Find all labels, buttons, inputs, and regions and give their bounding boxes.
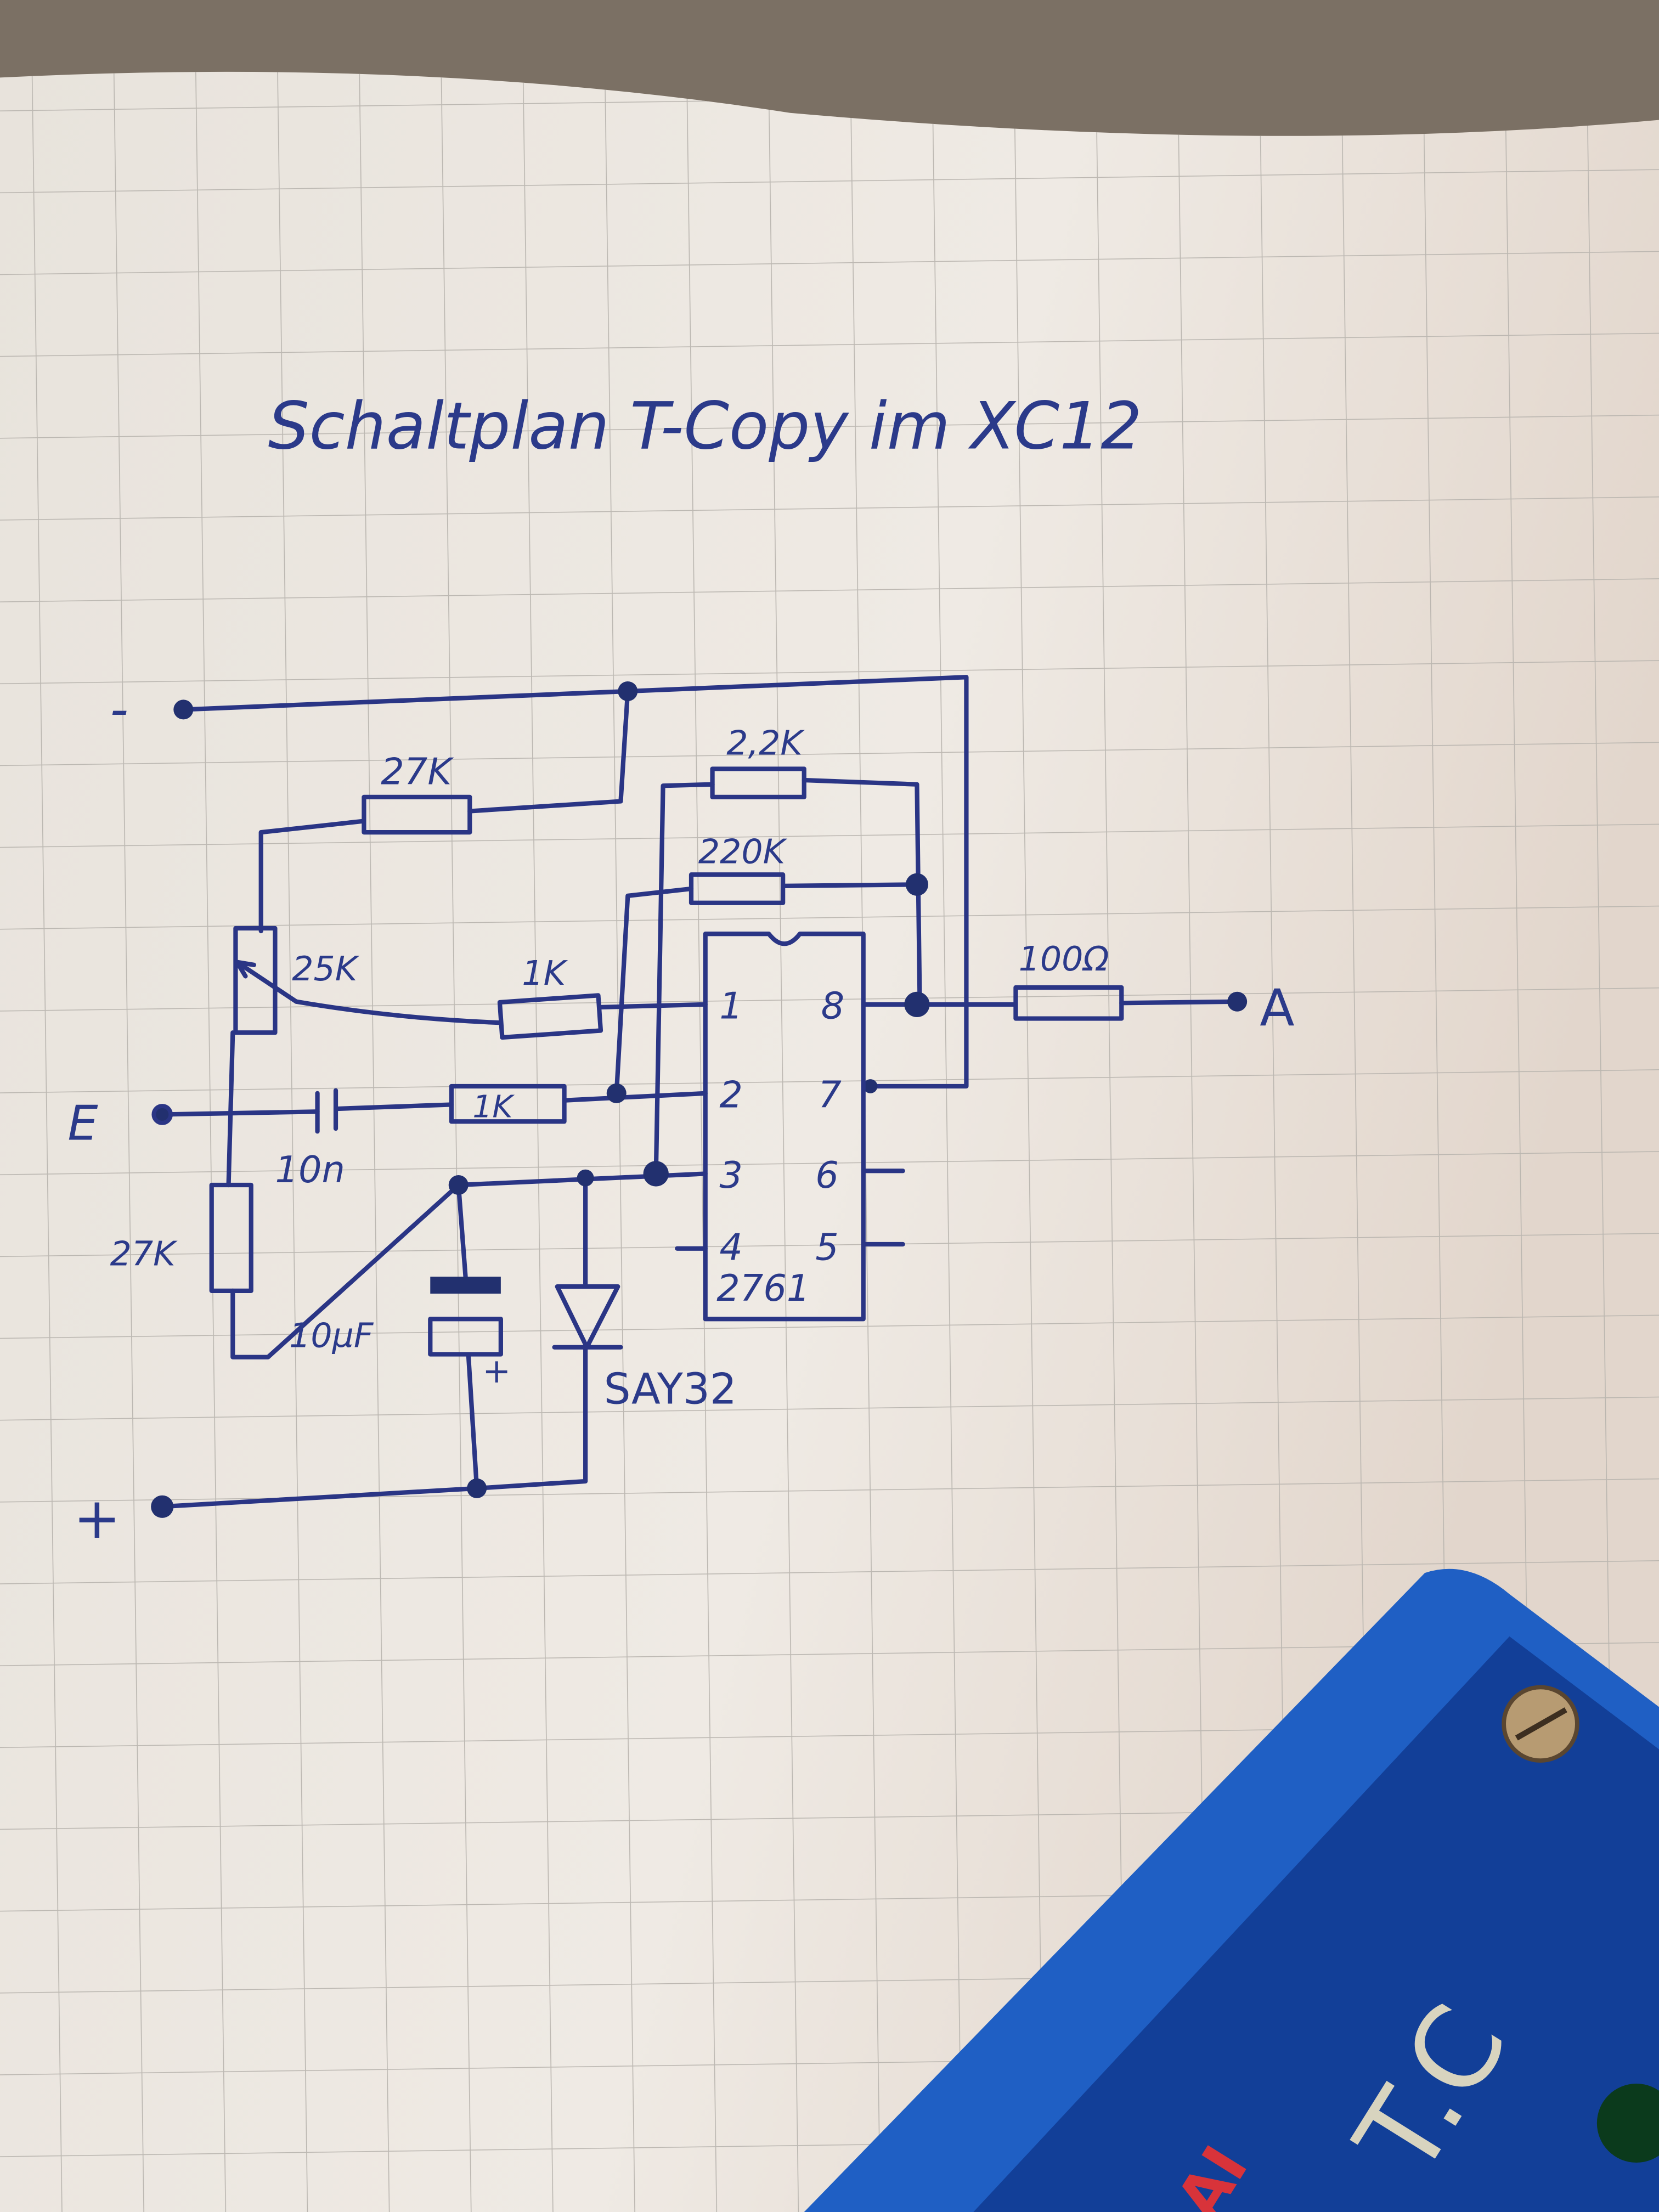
capacitor-10uf-body <box>428 1317 503 1357</box>
label-r-feedback: 2,2K <box>726 724 805 763</box>
ic-pin-4: 4 <box>719 1226 743 1268</box>
pot-wiper-arrow <box>234 960 299 1004</box>
label-c-polarity: + <box>482 1351 511 1391</box>
resistor-100-ohm <box>1013 985 1124 1021</box>
label-diode: SAY32 <box>604 1365 737 1414</box>
label-r-pin2: 1K <box>472 1089 515 1125</box>
label-c-elec: 10µF <box>289 1316 374 1356</box>
junction-dots <box>151 681 1248 1518</box>
label-pot: 25K <box>292 949 360 989</box>
ic-pin-8: 8 <box>821 985 845 1028</box>
ic-pin-7: 7 <box>818 1074 842 1116</box>
blue-device-box: T.C AI <box>804 1568 1659 2212</box>
ic-pin-1: 1 <box>719 985 743 1028</box>
terminal-plus: + <box>74 1486 121 1551</box>
ic-label: 2761 <box>716 1267 810 1310</box>
schematic-title: Schaltplan T-Copy im XC12 <box>268 388 1142 464</box>
diode-say32 <box>552 1284 623 1350</box>
label-r-bottom: 27K <box>110 1234 178 1274</box>
terminal-output-a: A <box>1260 978 1294 1037</box>
label-r-bias: 220K <box>698 832 788 872</box>
capacitor-10n <box>315 1088 338 1134</box>
ic-pin-5: 5 <box>815 1226 839 1268</box>
capacitor-10uf-plate <box>430 1277 501 1294</box>
ic-pin-2: 2 <box>719 1074 743 1116</box>
label-r-pin1: 1K <box>522 953 568 993</box>
led-icon <box>1596 2084 1659 2163</box>
potentiometer-25k <box>233 926 278 1035</box>
ic-2761: 1 2 3 4 5 6 7 8 2761 <box>703 932 866 1322</box>
label-r-top: 27K <box>381 751 454 793</box>
terminal-minus: - <box>110 679 128 738</box>
resistor-2-2k <box>710 766 806 799</box>
ic-pin-6: 6 <box>815 1154 839 1197</box>
label-r-out: 100Ω <box>1019 939 1109 979</box>
resistor-220k <box>689 872 786 905</box>
ic-pin-3: 3 <box>719 1154 743 1197</box>
resistor-27k-top <box>362 794 472 835</box>
wires <box>160 675 1240 1509</box>
label-c-input: 10n <box>275 1148 345 1191</box>
resistor-1k-pin1 <box>497 993 603 1040</box>
resistor-27k-bottom <box>209 1182 253 1293</box>
terminal-input-e: E <box>67 1096 98 1152</box>
resistor-1k-pin2 <box>449 1084 567 1124</box>
